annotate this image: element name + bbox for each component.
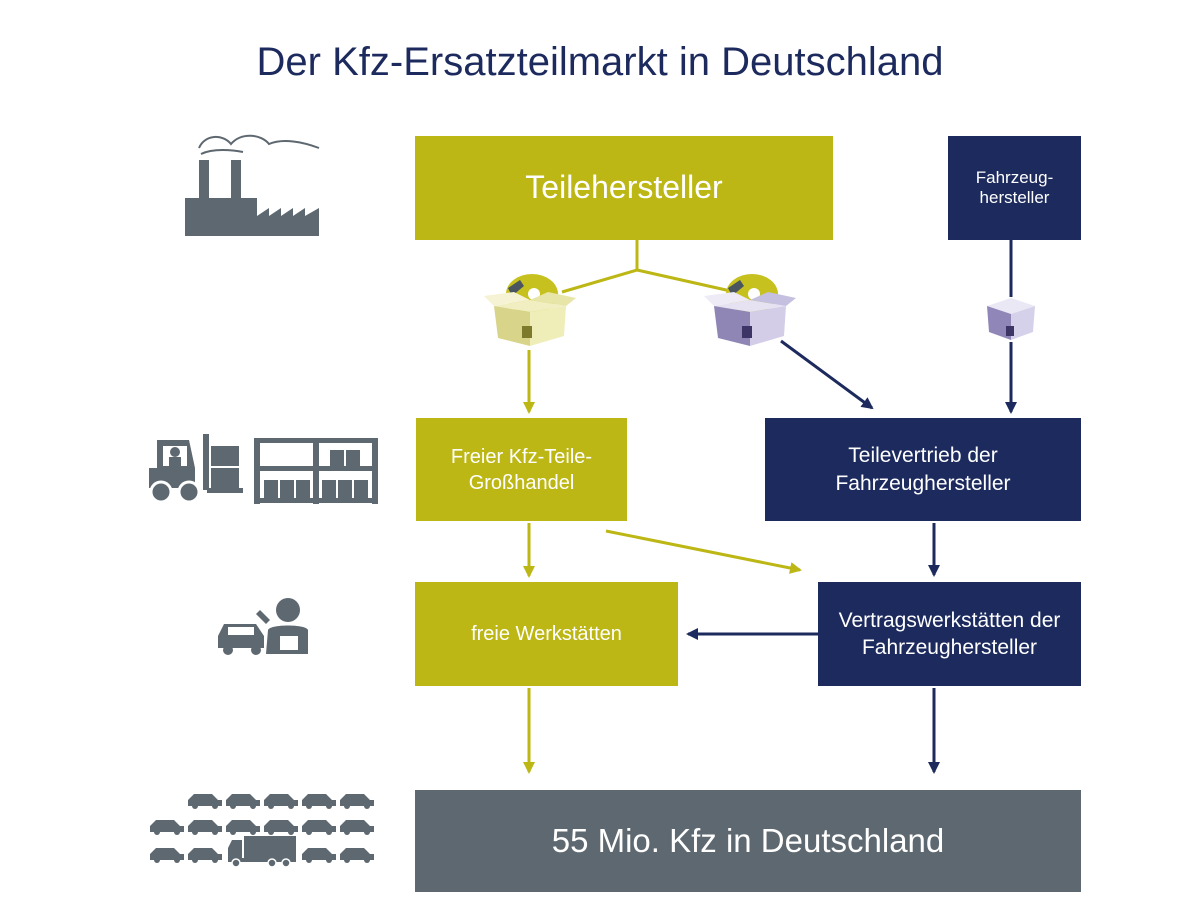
- truck-icon: [228, 836, 296, 868]
- factory-icon: [185, 134, 320, 236]
- forklift-icon: [149, 434, 243, 504]
- node-teilehersteller-label: Teilehersteller: [525, 169, 723, 206]
- node-vertragswerkstaetten-line1: Vertragswerkstätten der: [838, 608, 1061, 632]
- connector-split-left: [561, 268, 638, 294]
- node-kfz-bestand: 55 Mio. Kfz in Deutschland: [415, 790, 1081, 892]
- node-freie-werkstaetten-label: freie Werkstätten: [471, 623, 622, 645]
- node-teilevertrieb-line1: Teilevertrieb der: [848, 444, 998, 468]
- node-kfz-bestand-label: 55 Mio. Kfz in Deutschland: [551, 821, 945, 859]
- node-fahrzeughersteller-line1: Fahrzeug-: [975, 168, 1054, 188]
- node-teilehersteller: Teilehersteller: [415, 136, 833, 240]
- olive-parts-box-icon: [484, 274, 576, 346]
- car-repair-icon: [218, 610, 270, 655]
- node-teilevertrieb-line2: Fahrzeughersteller: [835, 471, 1011, 495]
- purple-box-icon: [987, 298, 1035, 340]
- node-fahrzeughersteller: Fahrzeug- hersteller: [948, 136, 1081, 240]
- arrow-box-to-teilevertrieb-diag: [780, 339, 874, 410]
- node-teilevertrieb: Teilevertrieb der Fahrzeughersteller: [765, 418, 1081, 521]
- car-fleet-icon: [150, 794, 374, 863]
- page-title: Der Kfz-Ersatzteilmarkt in Deutschland: [256, 40, 944, 84]
- node-freie-werkstaetten: freie Werkstätten: [415, 582, 678, 686]
- arrow-grosshandel-to-vertragswerkstaetten: [605, 529, 802, 574]
- node-vertragswerkstaetten: Vertragswerkstätten der Fahrzeugherstell…: [818, 582, 1081, 686]
- connector-split-right: [636, 268, 736, 294]
- purple-parts-box-icon: [704, 274, 796, 346]
- node-freier-grosshandel: Freier Kfz-Teile- Großhandel: [416, 418, 627, 521]
- mechanic-icon: [266, 598, 308, 654]
- node-vertragswerkstaetten-line2: Fahrzeughersteller: [861, 636, 1038, 659]
- warehouse-shelf-icon: [254, 438, 378, 504]
- node-fahrzeughersteller-line2: hersteller: [979, 188, 1050, 207]
- node-freier-grosshandel-line2: Großhandel: [468, 471, 575, 494]
- node-freier-grosshandel-line1: Freier Kfz-Teile-: [450, 445, 593, 468]
